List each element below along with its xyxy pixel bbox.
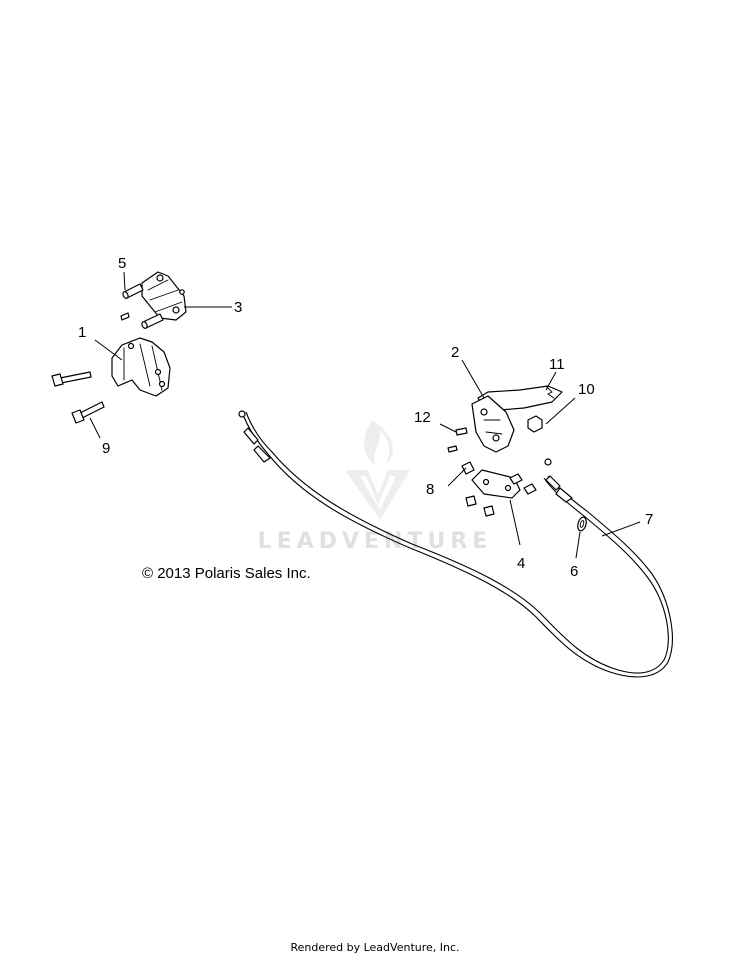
part-5-pin (122, 283, 144, 299)
callout-1: 1 (78, 324, 86, 341)
footer-credit: Rendered by LeadVenture, Inc. (290, 941, 459, 954)
callout-4: 4 (517, 555, 525, 572)
part-11-spring (545, 385, 555, 399)
part-bolt-left (51, 371, 92, 387)
part-7-brake-cable (238, 410, 673, 678)
callout-11: 11 (549, 356, 565, 373)
part-2-handbrake-lever (471, 385, 563, 453)
callout-3: 3 (234, 299, 242, 316)
callout-2: 2 (451, 344, 459, 361)
part-8-bolt (461, 461, 475, 475)
part-9-bolt (71, 401, 105, 424)
callout-7: 7 (645, 511, 653, 528)
part-12-screw (455, 427, 468, 436)
part-10-nut (527, 415, 543, 433)
callout-6: 6 (570, 563, 578, 580)
callout-10: 10 (578, 381, 595, 398)
part-screw-small (447, 445, 458, 453)
part-pin-lower (141, 313, 164, 329)
part-6-clip (577, 516, 587, 532)
part-1-lower-bracket (111, 337, 171, 397)
watermark-logo (345, 420, 410, 520)
callout-5: 5 (118, 255, 126, 272)
part-4-plate (471, 469, 521, 499)
watermark-text: LEADVENTURE (258, 529, 493, 554)
part-4-bolts (465, 473, 537, 517)
leader-lines (89, 271, 641, 559)
callout-12: 12 (414, 409, 431, 426)
part-3-upper-bracket (141, 271, 187, 321)
copyright-text: © 2013 Polaris Sales Inc. (142, 565, 311, 582)
part-small-screw (120, 312, 130, 321)
callout-8: 8 (426, 481, 434, 498)
callout-9: 9 (102, 440, 110, 457)
